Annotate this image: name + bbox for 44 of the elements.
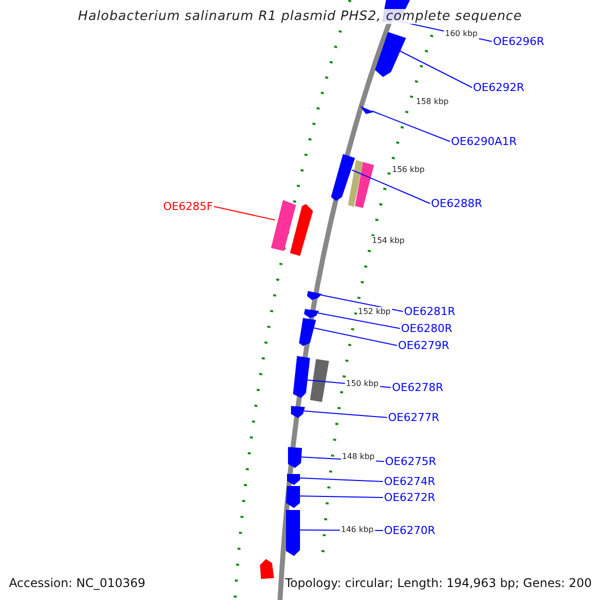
leader-line — [300, 478, 384, 482]
gene-marker — [375, 32, 406, 77]
scale-label: 160 kbp — [444, 29, 479, 39]
scale-label: 148 kbp — [341, 452, 376, 462]
gene-label: OE6274R — [384, 475, 436, 488]
gene-marker — [360, 106, 374, 114]
gene-marker — [293, 356, 310, 398]
leader-line — [314, 328, 398, 346]
leader-line — [318, 312, 400, 329]
leader-line — [320, 294, 404, 312]
info-text: Accession: NC_010369 — [9, 576, 146, 590]
gene-label: OE6281R — [404, 305, 456, 318]
scale-label: 152 kbp — [357, 307, 392, 317]
gene-label: OE6278R — [392, 381, 444, 394]
scale-label: 146 kbp — [340, 525, 375, 535]
gene-label: OE6280R — [401, 322, 452, 335]
gene-marker — [271, 200, 296, 251]
gene-label: OE6270R — [384, 524, 436, 537]
gene-marker — [331, 154, 355, 201]
scale-label: 150 kbp — [345, 379, 380, 389]
gene-label: OE6292R — [473, 81, 524, 94]
gene-marker — [286, 510, 300, 556]
scale-label: 156 kbp — [391, 165, 426, 175]
gene-label: OE6275R — [385, 455, 436, 468]
scale-label: 154 kbp — [371, 236, 406, 246]
leader-line — [300, 496, 384, 498]
leader-line — [398, 50, 472, 88]
leader-line — [352, 170, 430, 204]
gene-label: OE6290A1R — [451, 135, 517, 148]
gene-marker — [307, 291, 322, 300]
gene-label: OE6279R — [398, 339, 450, 352]
gene-marker — [288, 447, 302, 468]
gene-label: OE6296R — [493, 35, 544, 48]
gene-marker — [291, 406, 305, 418]
leader-line — [372, 110, 450, 142]
leader-line — [304, 410, 388, 418]
gene-label: OE6272R — [384, 491, 436, 504]
info-text: Topology: circular; Length: 194,963 bp; Genes: 200 — [285, 576, 592, 590]
scale-label: 158 kbp — [415, 97, 450, 107]
leader-line — [214, 206, 276, 220]
gene-label: OE6288R — [431, 197, 482, 210]
title: Halobacterium salinarum R1 plasmid PHS2, complete sequence — [78, 9, 522, 24]
gene-label: OE6277R — [388, 411, 440, 424]
gene-label: OE6285F — [163, 200, 213, 213]
